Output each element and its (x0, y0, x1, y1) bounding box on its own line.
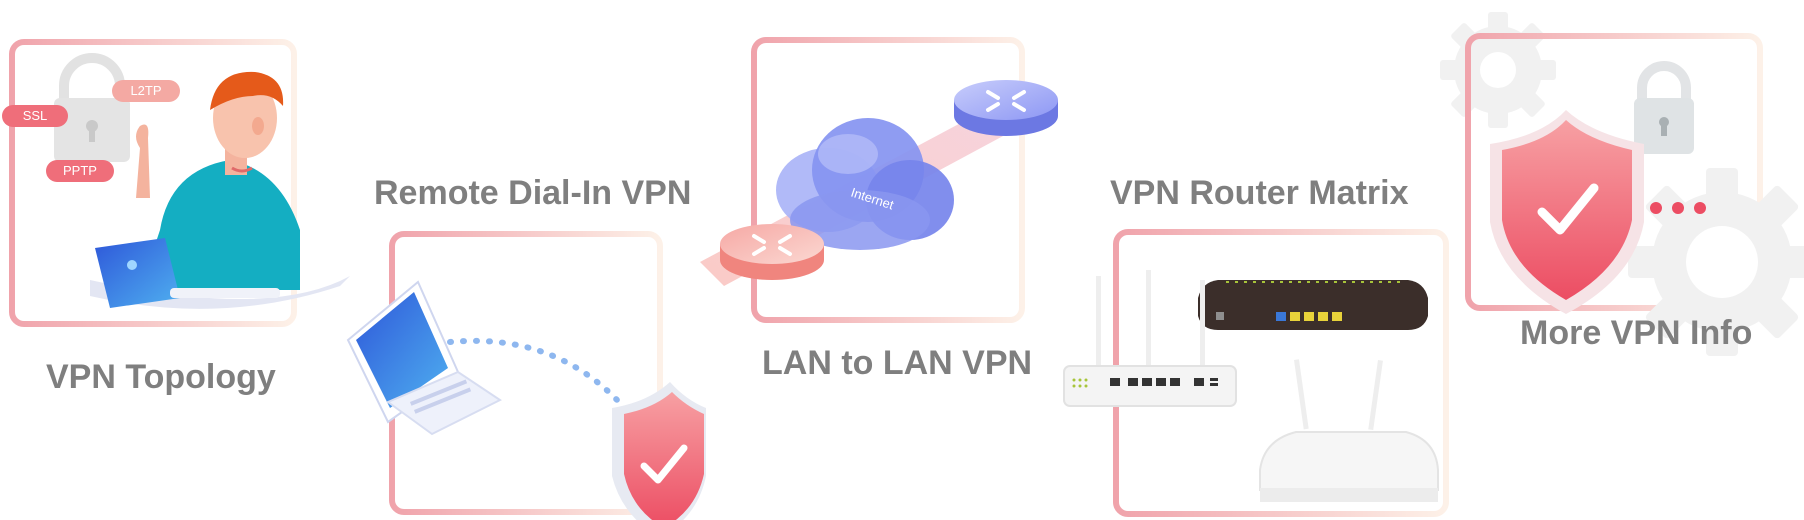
vpn-topology-illustration (9, 39, 350, 327)
person-laptop-illustration (90, 71, 350, 309)
badge-ssl: SSL (2, 105, 68, 127)
router-icon-white-right (1259, 359, 1439, 502)
more-info-illustration (1440, 12, 1804, 356)
badge-pptp: PPTP (46, 160, 114, 182)
router-icon-left (720, 224, 824, 280)
router-icon-right (954, 80, 1058, 136)
padlock-icon (54, 53, 130, 162)
laptop-icon (346, 280, 502, 436)
gear-icon (1440, 12, 1556, 128)
cloud-icon (776, 118, 954, 250)
remote-dial-in-illustration (346, 231, 706, 520)
padlock-icon (1634, 61, 1694, 154)
router-icon-white-left (1063, 270, 1237, 407)
vpn-topology-label: VPN Topology (46, 358, 276, 396)
remote-dial-in-label: Remote Dial-In VPN (374, 174, 692, 212)
gear-icon-large (1628, 168, 1804, 356)
shield-check-icon (612, 382, 706, 520)
router-matrix-label: VPN Router Matrix (1110, 174, 1409, 212)
lan-to-lan-illustration: Internet (700, 37, 1058, 323)
lan-to-lan-card[interactable]: Internet LAN to LAN VPN (700, 30, 1080, 400)
router-matrix-illustration (1063, 229, 1449, 517)
router-matrix-card[interactable]: VPN Router Matrix (1050, 170, 1449, 520)
more-info-card[interactable]: More VPN Info (1440, 12, 1804, 400)
ellipsis-icon (1650, 202, 1706, 214)
vpn-topology-card[interactable]: SSL L2TP PPTP VPN Topology (0, 30, 350, 400)
more-info-label: More VPN Info (1520, 314, 1753, 352)
remote-dial-in-card[interactable]: Remote Dial-In VPN (340, 170, 720, 520)
badge-l2tp: L2TP (112, 80, 180, 102)
lan-to-lan-label: LAN to LAN VPN (762, 344, 1033, 382)
shield-check-icon (1490, 110, 1644, 314)
router-icon-black (1198, 280, 1428, 330)
